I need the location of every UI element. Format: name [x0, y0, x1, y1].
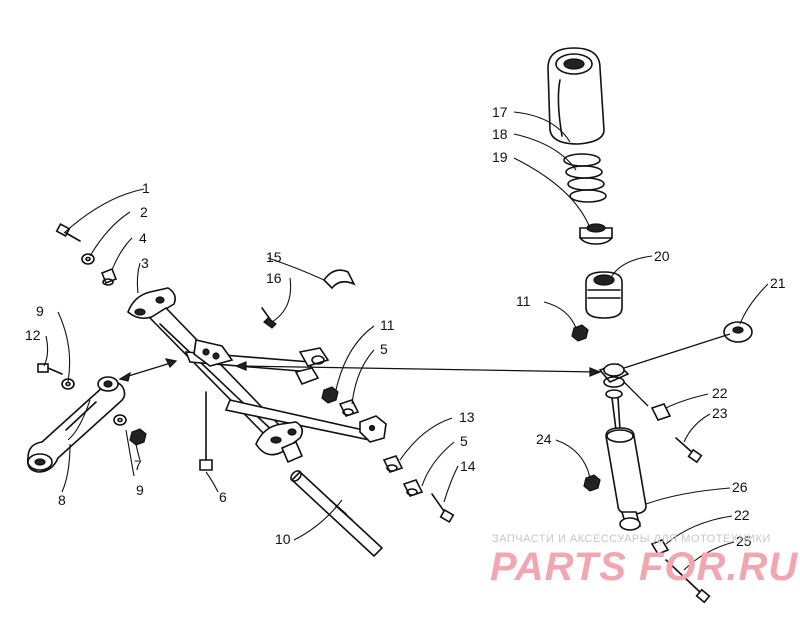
- callout-7: 7: [134, 457, 142, 473]
- part-grease-zerk-6[interactable]: [199, 391, 213, 471]
- callout-5-upper: 5: [380, 341, 388, 357]
- part-boot-17[interactable]: [547, 47, 605, 145]
- part-bushing-11-left[interactable]: [294, 367, 320, 386]
- assembly-arrows: [118, 333, 731, 407]
- callout-13: 13: [459, 409, 475, 425]
- leader-lines: [43, 111, 769, 571]
- part-washer-9-lower[interactable]: [113, 414, 127, 426]
- part-bushing-13[interactable]: [382, 455, 404, 473]
- part-shock-body-26[interactable]: [605, 427, 647, 531]
- callout-23: 23: [712, 405, 728, 421]
- part-shock-eye-upper[interactable]: [598, 363, 630, 431]
- callout-9-upper: 9: [36, 303, 44, 319]
- part-bolt-14[interactable]: [431, 493, 455, 524]
- part-nut-7[interactable]: [129, 428, 147, 446]
- callout-24: 24: [536, 431, 552, 447]
- callout-20: 20: [654, 248, 670, 264]
- part-nut-11[interactable]: [321, 386, 339, 404]
- callout-15: 15: [266, 249, 282, 265]
- part-washer-21[interactable]: [723, 321, 753, 343]
- callout-6: 6: [219, 489, 227, 505]
- part-a-arm-3[interactable]: [127, 287, 387, 464]
- callout-10: 10: [275, 531, 291, 547]
- part-nut-11-right[interactable]: [571, 324, 589, 342]
- part-bumper-20[interactable]: [585, 271, 623, 319]
- callout-17: 17: [492, 104, 508, 120]
- part-bushing-5-upper[interactable]: [338, 399, 360, 417]
- part-bolt-25[interactable]: [665, 559, 711, 604]
- callout-22-upper: 22: [712, 385, 728, 401]
- callout-16: 16: [266, 270, 282, 286]
- part-steering-arm-8[interactable]: [26, 376, 126, 473]
- part-bushing-5-lower[interactable]: [402, 479, 424, 497]
- callout-2: 2: [140, 204, 148, 220]
- part-nut-24[interactable]: [583, 474, 601, 492]
- part-bolt-1[interactable]: [55, 223, 81, 242]
- callout-21: 21: [770, 275, 786, 291]
- part-spacer-22-lower[interactable]: [650, 539, 670, 555]
- part-washer-2[interactable]: [81, 253, 95, 265]
- part-bolt-23[interactable]: [675, 437, 703, 464]
- part-bushing-16[interactable]: [298, 347, 330, 367]
- watermark-caption: ЗАПЧАСТИ И АКСЕССУАРЫ ДЛЯ МОТОТЕХНИКИ: [492, 533, 771, 545]
- callout-1: 1: [142, 180, 150, 196]
- part-spring-18[interactable]: [563, 153, 607, 203]
- part-bolt-12[interactable]: [37, 363, 63, 375]
- callout-9-lower: 9: [136, 482, 144, 498]
- callout-22-lower: 22: [734, 507, 750, 523]
- callout-3: 3: [141, 255, 149, 271]
- watermark-logo: PARTS FOR.RU: [490, 545, 799, 589]
- part-bushing-4[interactable]: [100, 267, 118, 286]
- callout-4: 4: [139, 230, 147, 246]
- callout-11-right: 11: [516, 293, 531, 309]
- callout-5-lower: 5: [460, 433, 468, 449]
- callout-11-left: 11: [380, 317, 395, 333]
- callout-25: 25: [736, 533, 752, 549]
- callout-labels: 1 2 4 3 9 12 7 9 8 6 10 15 16 11 5 13 5 …: [25, 104, 786, 549]
- part-shaft-10[interactable]: [289, 469, 384, 558]
- part-spacer-22-upper[interactable]: [650, 403, 672, 421]
- part-cap-15[interactable]: [322, 269, 356, 290]
- part-grease-fitting-16[interactable]: [261, 307, 277, 329]
- callout-18: 18: [492, 126, 508, 142]
- callout-12: 12: [25, 327, 41, 343]
- part-spring-seat-19[interactable]: [579, 223, 613, 245]
- callout-8: 8: [58, 492, 66, 508]
- callout-14: 14: [460, 458, 476, 474]
- callout-26: 26: [732, 479, 748, 495]
- callout-19: 19: [492, 149, 508, 165]
